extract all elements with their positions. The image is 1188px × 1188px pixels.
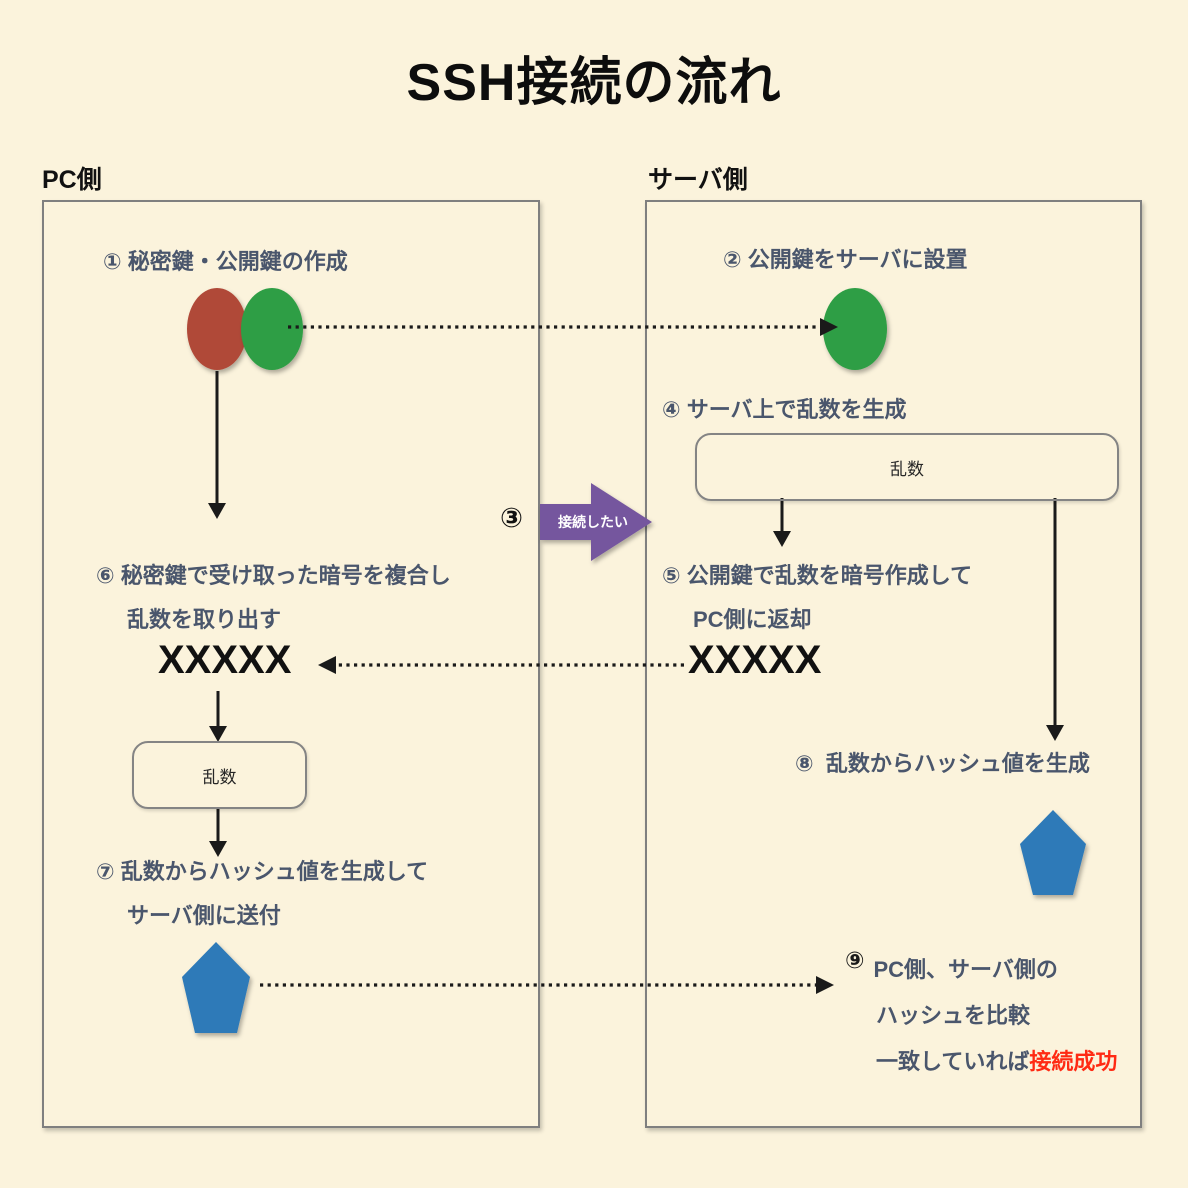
cipher-to-random-arrowhead [209, 726, 227, 742]
step7-line2: サーバ側に送付 [127, 903, 281, 928]
pc-hash-pentagon [182, 942, 250, 1033]
step3-number: ③ [500, 503, 523, 533]
step9-line3-prefix: 一致していれば [876, 1049, 1030, 1074]
private-key-ellipse [187, 288, 247, 370]
public-key-ellipse [241, 288, 303, 370]
step6-label: ⑥ 秘密鍵で受け取った暗号を複合し 乱数を取り出す [96, 554, 451, 642]
step9-line1-text: PC側、サーバ側の [873, 957, 1058, 982]
hash-transfer-arrowhead [816, 976, 834, 994]
random-to-hash-arrowhead [209, 841, 227, 857]
server-random-down-arrowhead [773, 531, 791, 547]
server-panel-label: サーバ側 [648, 166, 748, 194]
server-random-to-hash-arrowhead [1046, 725, 1064, 741]
cipher-return-arrowhead [318, 656, 336, 674]
server-random-box: 乱数 [695, 433, 1119, 501]
public-key-transfer-arrowhead [820, 318, 838, 336]
step5-line2: PC側に返却 [693, 607, 812, 632]
connect-request-arrow [540, 483, 652, 561]
server-public-key-ellipse [823, 288, 887, 370]
step1-label: ① 秘密鍵・公開鍵の作成 [103, 249, 348, 274]
step6-line2: 乱数を取り出す [127, 607, 282, 632]
step7-line1: ⑦ 乱数からハッシュ値を生成して [96, 859, 429, 884]
step9-line2: ハッシュを比較 [876, 1003, 1031, 1028]
step9-success-text: 接続成功 [1029, 1049, 1118, 1074]
step9-line1: ⑨ PC側、サーバ側の [845, 946, 1117, 993]
step9-line3: 一致していれば接続成功 [876, 1039, 1117, 1085]
step2-label: ② 公開鍵をサーバに設置 [723, 247, 968, 272]
pc-random-box: 乱数 [132, 741, 307, 809]
server-cipher-text: XXXXX [688, 638, 822, 682]
pc-cipher-text: XXXXX [158, 638, 292, 682]
connect-request-label: 接続したい [558, 514, 628, 530]
step7-label: ⑦ 乱数からハッシュ値を生成して サーバ側に送付 [96, 850, 428, 938]
server-hash-pentagon [1020, 810, 1086, 895]
page-title: SSH接続の流れ [406, 54, 782, 112]
step5-label: ⑤ 公開鍵で乱数を暗号作成して PC側に返却 [662, 554, 972, 642]
pc-panel-label: PC側 [42, 166, 102, 194]
step8-label: ⑧ 乱数からハッシュ値を生成 [795, 751, 1090, 776]
private-key-down-arrowhead [208, 503, 226, 519]
step6-line1: ⑥ 秘密鍵で受け取った暗号を複合し [96, 563, 451, 588]
pc-random-box-label: 乱数 [202, 767, 237, 787]
step9-number: ⑨ [845, 947, 865, 973]
server-random-box-label: 乱数 [890, 459, 924, 479]
step9-label: ⑨ PC側、サーバ側の ハッシュを比較 一致していれば接続成功 [845, 946, 1117, 1085]
step4-label: ④ サーバ上で乱数を生成 [662, 397, 907, 422]
step5-line1: ⑤ 公開鍵で乱数を暗号作成して [662, 563, 973, 588]
